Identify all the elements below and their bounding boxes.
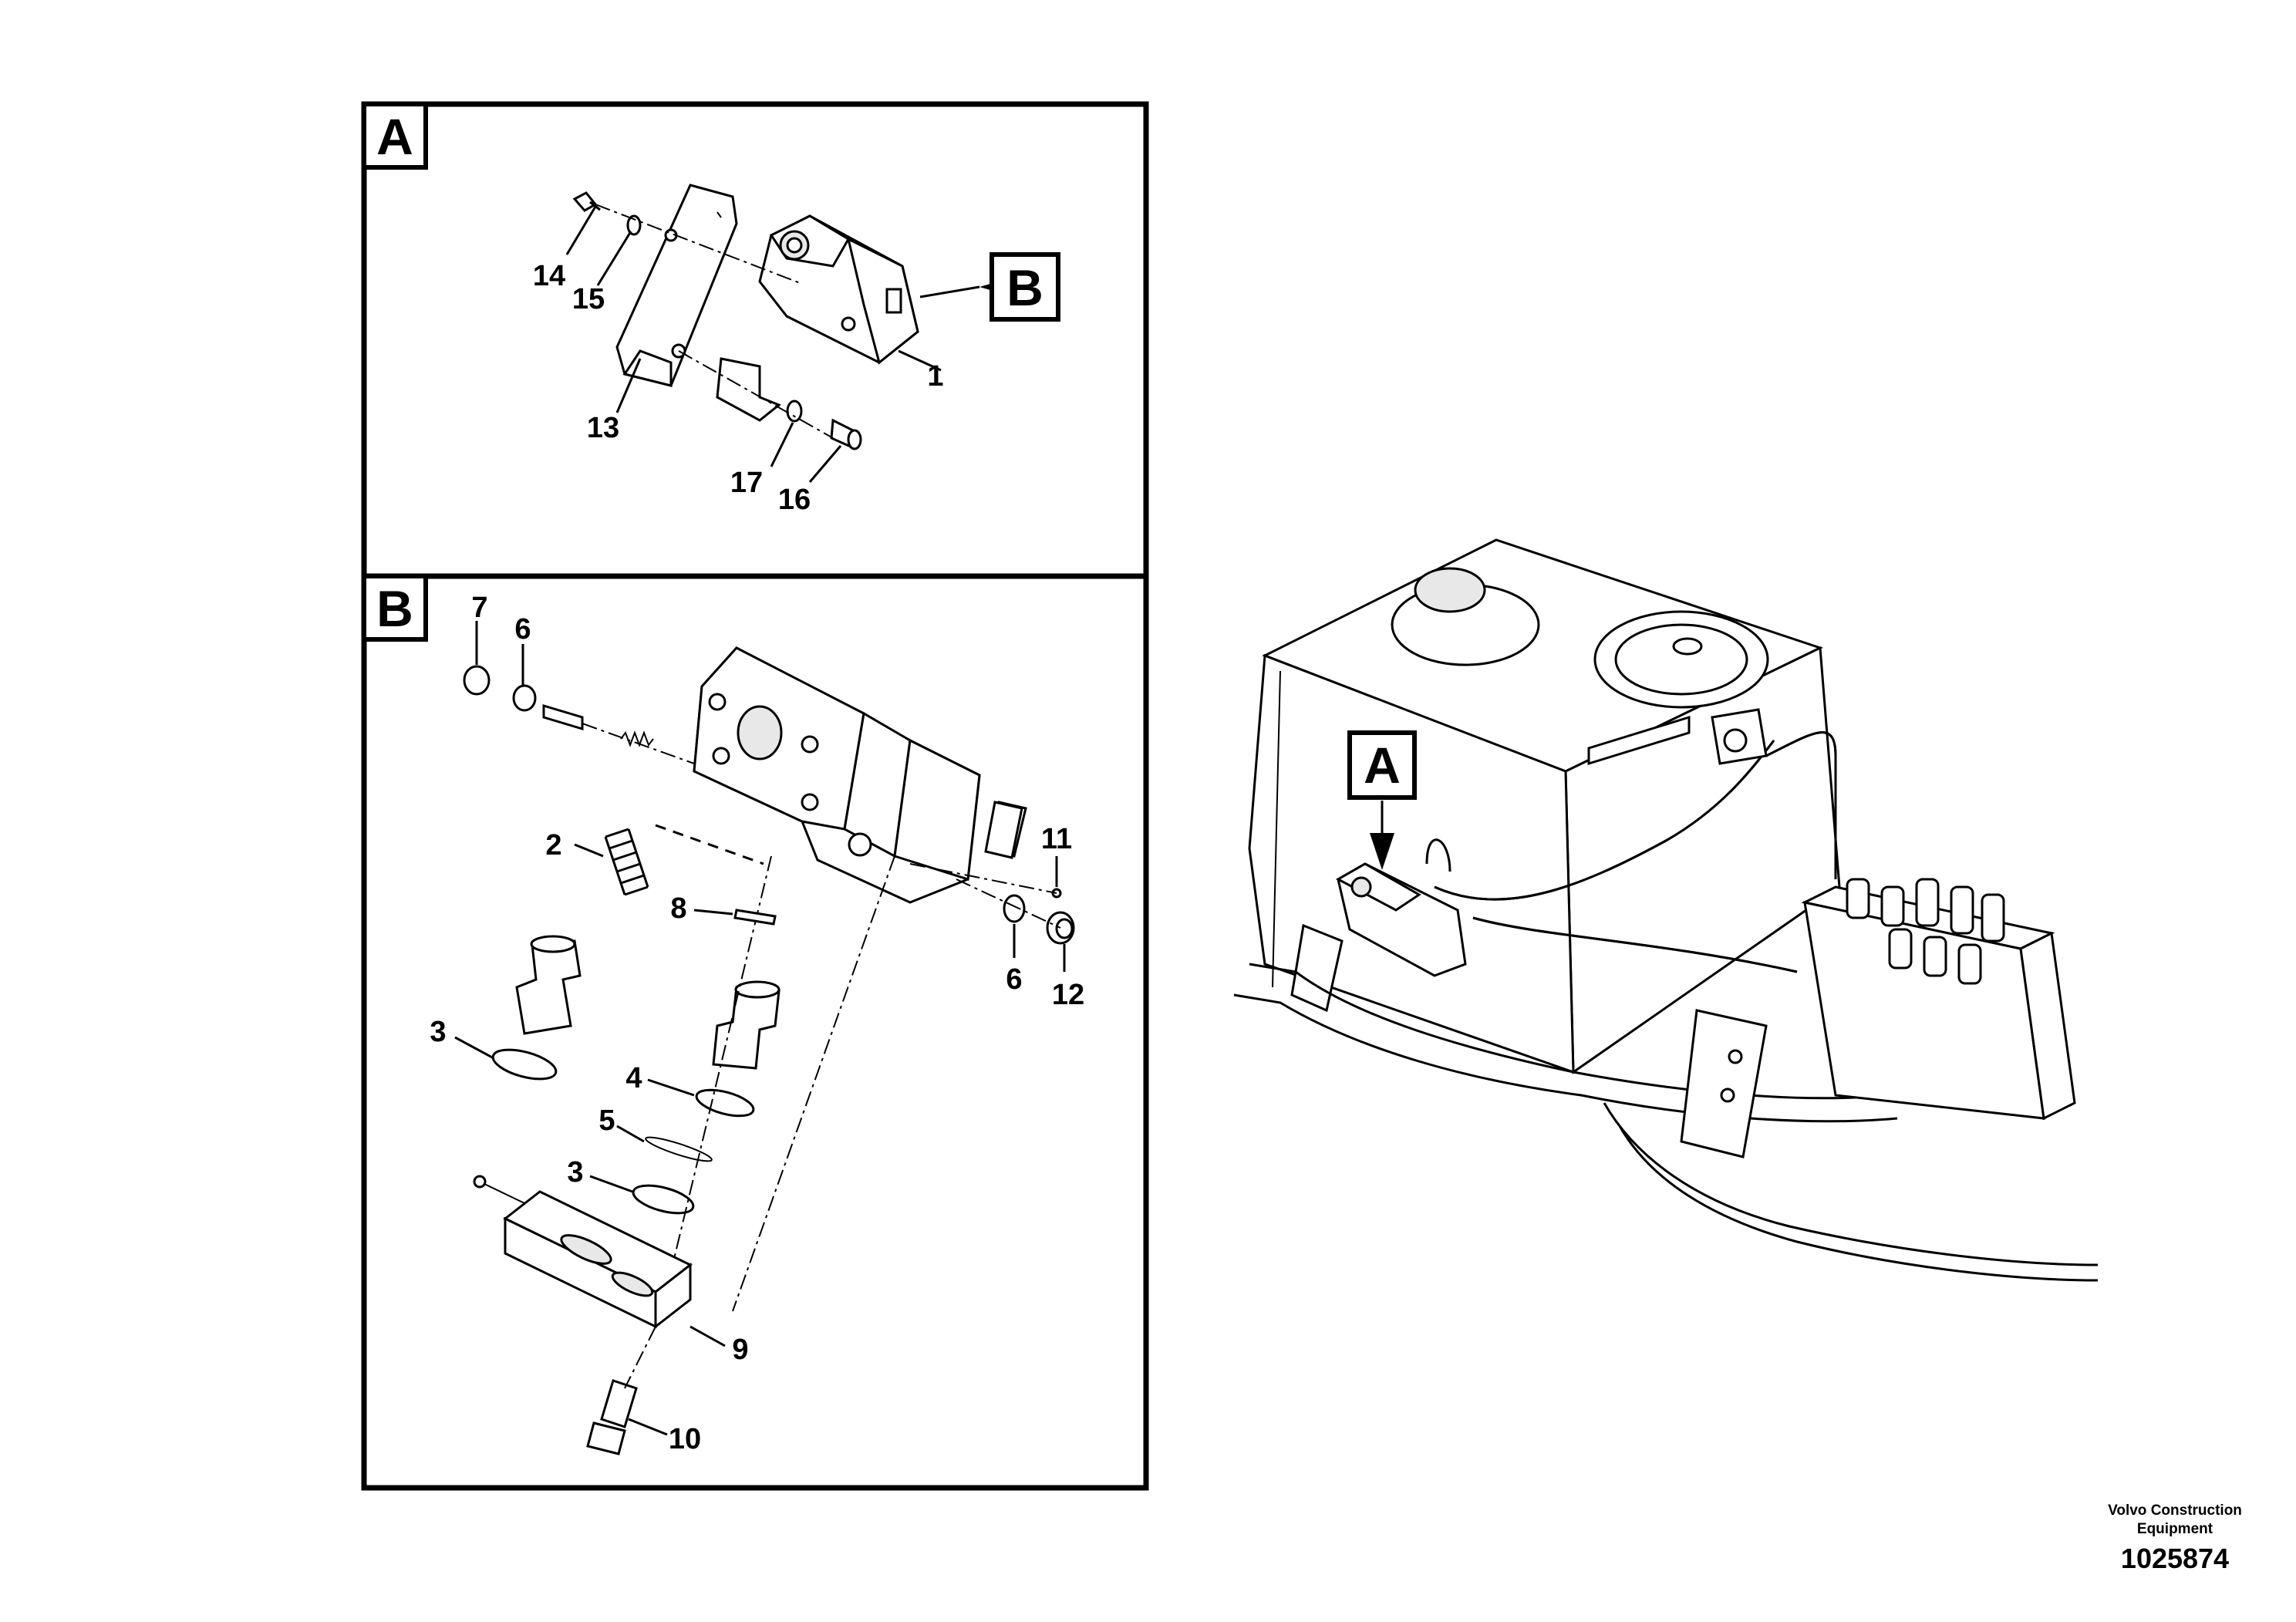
detail-a-ref-box [1347, 730, 1417, 800]
callout-4: 4 [625, 1062, 642, 1094]
washer-15 [626, 214, 642, 236]
callout-1: 1 [927, 360, 943, 393]
pin [542, 703, 584, 731]
callout-11: 11 [1041, 823, 1072, 855]
callout-6-right: 6 [1006, 963, 1022, 996]
spacer-plate [716, 357, 781, 422]
callout-2: 2 [545, 829, 561, 862]
section-b-label-box [362, 574, 428, 642]
callout-16: 16 [778, 484, 811, 516]
section-a-label-box [362, 102, 428, 170]
bolt-16 [830, 418, 862, 450]
pin-8 [733, 909, 777, 926]
detail-a-arrow [1370, 833, 1394, 870]
callout-9: 9 [732, 1334, 748, 1366]
label-plate [984, 801, 1023, 859]
valve-body-b [693, 646, 1027, 904]
callout-13: 13 [587, 412, 619, 444]
pump-unit [1711, 708, 1768, 765]
callout-5: 5 [598, 1104, 615, 1137]
document-number: 1025874 [2120, 1543, 2230, 1574]
control-valve-bank [1680, 878, 2076, 1158]
callout-10: 10 [669, 1423, 701, 1455]
detail-a-ref: A [1364, 737, 1401, 794]
plug-7 [463, 665, 491, 696]
callout-3-left: 3 [430, 1016, 446, 1048]
brand-line-2: Equipment [2136, 1521, 2213, 1537]
callout-7: 7 [471, 592, 487, 624]
o-ring-3-right [632, 1184, 695, 1215]
panel-a-frame [361, 101, 1149, 579]
spool-right [712, 980, 781, 1070]
hoses [1425, 731, 1837, 973]
section-b-label: B [376, 580, 413, 637]
ring-5 [645, 1136, 713, 1162]
o-ring-3-left [491, 1048, 558, 1081]
callout-17: 17 [730, 467, 763, 499]
plate-9 [503, 1190, 693, 1330]
callout-6-top: 6 [514, 613, 531, 646]
bolt-14 [572, 191, 601, 212]
washer-17 [786, 400, 803, 423]
washer-6-top [512, 684, 537, 712]
hydraulic-tank [1248, 538, 1841, 1074]
pin-small [473, 1175, 487, 1189]
frame-rails [1233, 963, 2099, 1282]
o-ring-4 [695, 1088, 755, 1118]
detail-b-ref: B [1006, 259, 1043, 316]
callout-12: 12 [1052, 979, 1084, 1011]
callout-8: 8 [670, 892, 686, 925]
callout-3-right: 3 [567, 1156, 583, 1189]
valve-block [758, 214, 919, 365]
spring-2 [604, 828, 649, 896]
brand-line-1: Volvo Construction [2108, 1502, 2242, 1519]
callout-14: 14 [533, 260, 565, 292]
callout-15: 15 [572, 283, 605, 315]
washer-6-right [1003, 894, 1026, 923]
detail-b-ref-box [990, 252, 1060, 322]
valve-in-situ [1290, 862, 1467, 1013]
spool-left [515, 935, 582, 1035]
section-a-label: A [376, 108, 413, 165]
small-spring [620, 730, 654, 747]
bolt-10 [586, 1379, 638, 1455]
panel-b-frame [361, 573, 1149, 1491]
